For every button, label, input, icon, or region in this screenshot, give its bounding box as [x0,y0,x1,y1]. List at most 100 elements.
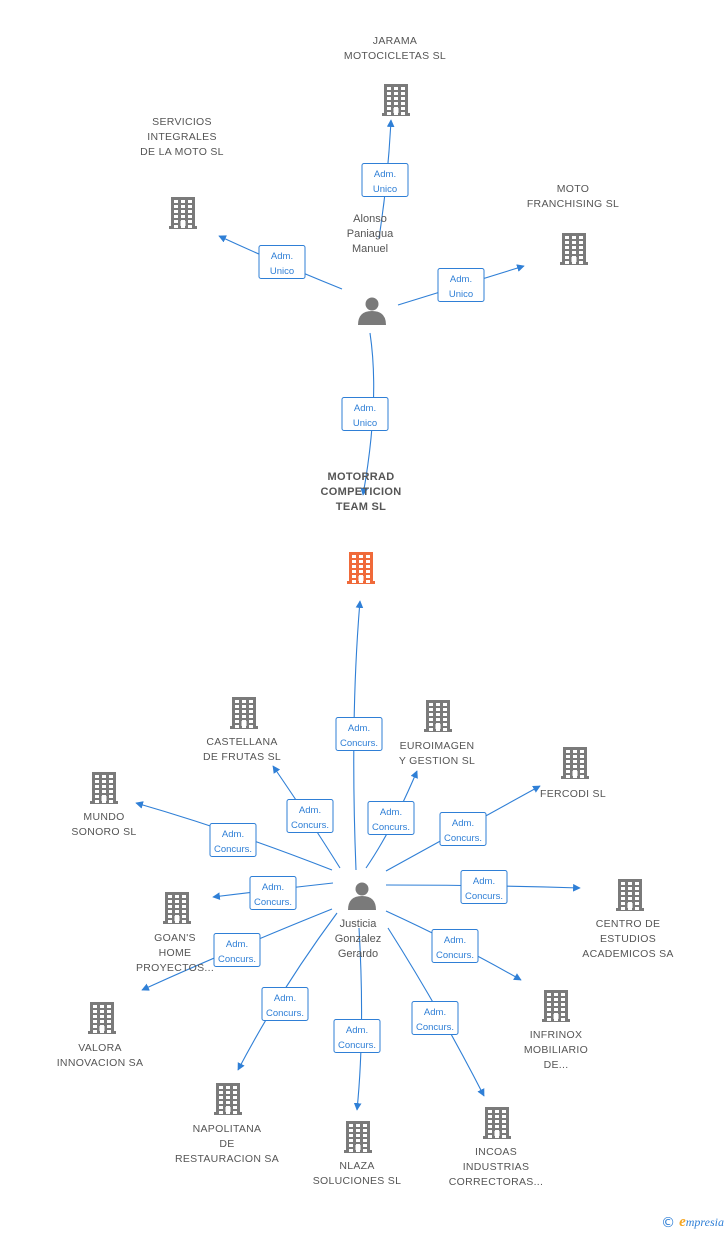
edge-label-box [460,870,508,904]
brand-logo[interactable]: empresia [679,1214,724,1230]
edge-label-text: Adm. [452,818,474,829]
edge-label-text: Concurs. [444,833,482,844]
edge-label-alonso-to-jarama[interactable]: Adm.Unico [361,163,409,197]
node-label-line: Y GESTION SL [399,755,475,767]
edge-label-justicia-to-castellana[interactable]: Adm. Concurs. [286,799,334,833]
company-name-valora: VALORA INNOVACION SA [57,1042,144,1069]
edge-label-box [335,717,383,751]
person-icon-justicia[interactable] [348,882,376,911]
node-label-line: CASTELLANA [206,736,277,748]
company-name-incoas: INCOASINDUSTRIASCORRECTORAS... [449,1146,543,1188]
node-label-line: ESTUDIOS [600,933,656,945]
building-icon-franchising[interactable] [560,233,588,265]
node-label-line: FRANCHISING SL [527,198,619,210]
edge-label-box [333,1019,381,1053]
edge-label-text: Concurs. [340,738,378,749]
node-label-line: EUROIMAGEN [400,740,475,752]
edge-label-box [437,268,485,302]
company-name-castellana: CASTELLANA DE FRUTAS SL [203,736,281,763]
edge-label-justicia-to-incoas[interactable]: Adm.Concurs. [411,1001,459,1035]
node-label-line: Justicia [340,918,378,930]
edge-label-text: Adm. [299,805,321,816]
node-label-line: DE [219,1138,234,1150]
node-label-line: DE LA MOTO SL [140,146,224,158]
edge-label-text: Adm. [271,251,293,262]
node-label-line: MOTO [557,183,590,195]
node-label-line: Manuel [352,243,388,255]
building-icon-jarama[interactable] [382,84,410,116]
node-label-line: INCOAS [475,1146,517,1158]
edge-label-box [261,987,309,1021]
edge-label-justicia-to-infrinox[interactable]: Adm. Concurs. [431,929,479,963]
building-icon-castellana[interactable] [230,697,258,729]
building-icon-napolitana[interactable] [214,1083,242,1115]
edge-label-box [341,397,389,431]
edge-label-text: Concurs. [465,891,503,902]
node-label-line: CENTRO DE [596,918,661,930]
edge-label-text: Concurs. [372,822,410,833]
edge-label-justicia-to-napolitana[interactable]: Adm.Concurs. [261,987,309,1021]
edge-label-text: Adm. [348,723,370,734]
edge-label-text: Adm. [274,993,296,1004]
node-label-line: DE FRUTAS SL [203,751,281,763]
node-label-line: NAPOLITANA [193,1123,262,1135]
node-label-line: INTEGRALES [147,131,217,143]
node-label-line: DE... [544,1059,569,1071]
edge-label-justicia-to-euroimagen[interactable]: Adm. Concurs. [367,801,415,835]
node-label-line: RESTAURACION SA [175,1153,279,1165]
edge-label-text: Adm. [222,829,244,840]
node-label-line: HOME [159,947,192,959]
edge-label-justicia-to-fercodi[interactable]: Adm. Concurs. [439,812,487,846]
company-name-napolitana: NAPOLITANA DE RESTAURACION SA [175,1123,279,1165]
building-icon-goans[interactable] [163,892,191,924]
building-icon-incoas[interactable] [483,1107,511,1139]
building-icon-centro[interactable] [616,879,644,911]
edge-label-text: Concurs. [436,950,474,961]
edge-label-justicia-to-nlaza[interactable]: Adm.Concurs. [333,1019,381,1053]
node-label-line: Gonzalez [335,933,381,945]
node-label-line: VALORA [78,1042,122,1054]
node-label-line: PROYECTOS... [136,962,214,974]
edge-label-text: Adm. [380,807,402,818]
building-icon-servicios[interactable] [169,197,197,229]
edge-label-justicia-to-valora[interactable]: Adm.Concurs. [213,933,261,967]
edge-label-text: Adm. [374,169,396,180]
edge-label-text: Adm. [262,882,284,893]
edge-label-box [439,812,487,846]
node-label-line: Alonso [353,213,387,225]
node-label-line: INNOVACION SA [57,1057,144,1069]
edge-label-text: Concurs. [214,844,252,855]
edge-label-text: Adm. [444,935,466,946]
edge-label-justicia-to-centro[interactable]: Adm.Concurs. [460,870,508,904]
building-icon-fercodi[interactable] [561,747,589,779]
edge-label-justicia-to-goans[interactable]: Adm.Concurs. [249,876,297,910]
building-icon-nlaza[interactable] [344,1121,372,1153]
building-icon-valora[interactable] [88,1002,116,1034]
building-icon-mundo[interactable] [90,772,118,804]
building-icon-euroimagen[interactable] [424,700,452,732]
edge-label-text: Concurs. [291,820,329,831]
edge-label-alonso-to-servicios[interactable]: Adm.Unico [258,245,306,279]
node-label-line: JARAMA [373,35,417,47]
building-icon-infrinox[interactable] [542,990,570,1022]
edge-label-box [411,1001,459,1035]
center-company-building-icon[interactable] [347,552,375,584]
node-label-line: CORRECTORAS... [449,1176,543,1188]
edge-label-alonso-to-franchising[interactable]: Adm.Unico [437,268,485,302]
edge-label-justicia-to-center[interactable]: Adm. Concurs. [335,717,383,751]
edge-label-text: Unico [353,418,377,429]
edge-label-alonso-to-center[interactable]: Adm.Unico [341,397,389,431]
edge-label-box [361,163,409,197]
edge-label-box [258,245,306,279]
company-name-fercodi: FERCODI SL [540,788,606,800]
company-name-franchising: MOTO FRANCHISING SL [527,183,619,210]
person-icon-alonso[interactable] [358,297,386,326]
edge-label-justicia-to-mundo[interactable]: Adm. Concurs. [209,823,257,857]
company-name-euroimagen: EUROIMAGEN Y GESTION SL [399,740,475,767]
